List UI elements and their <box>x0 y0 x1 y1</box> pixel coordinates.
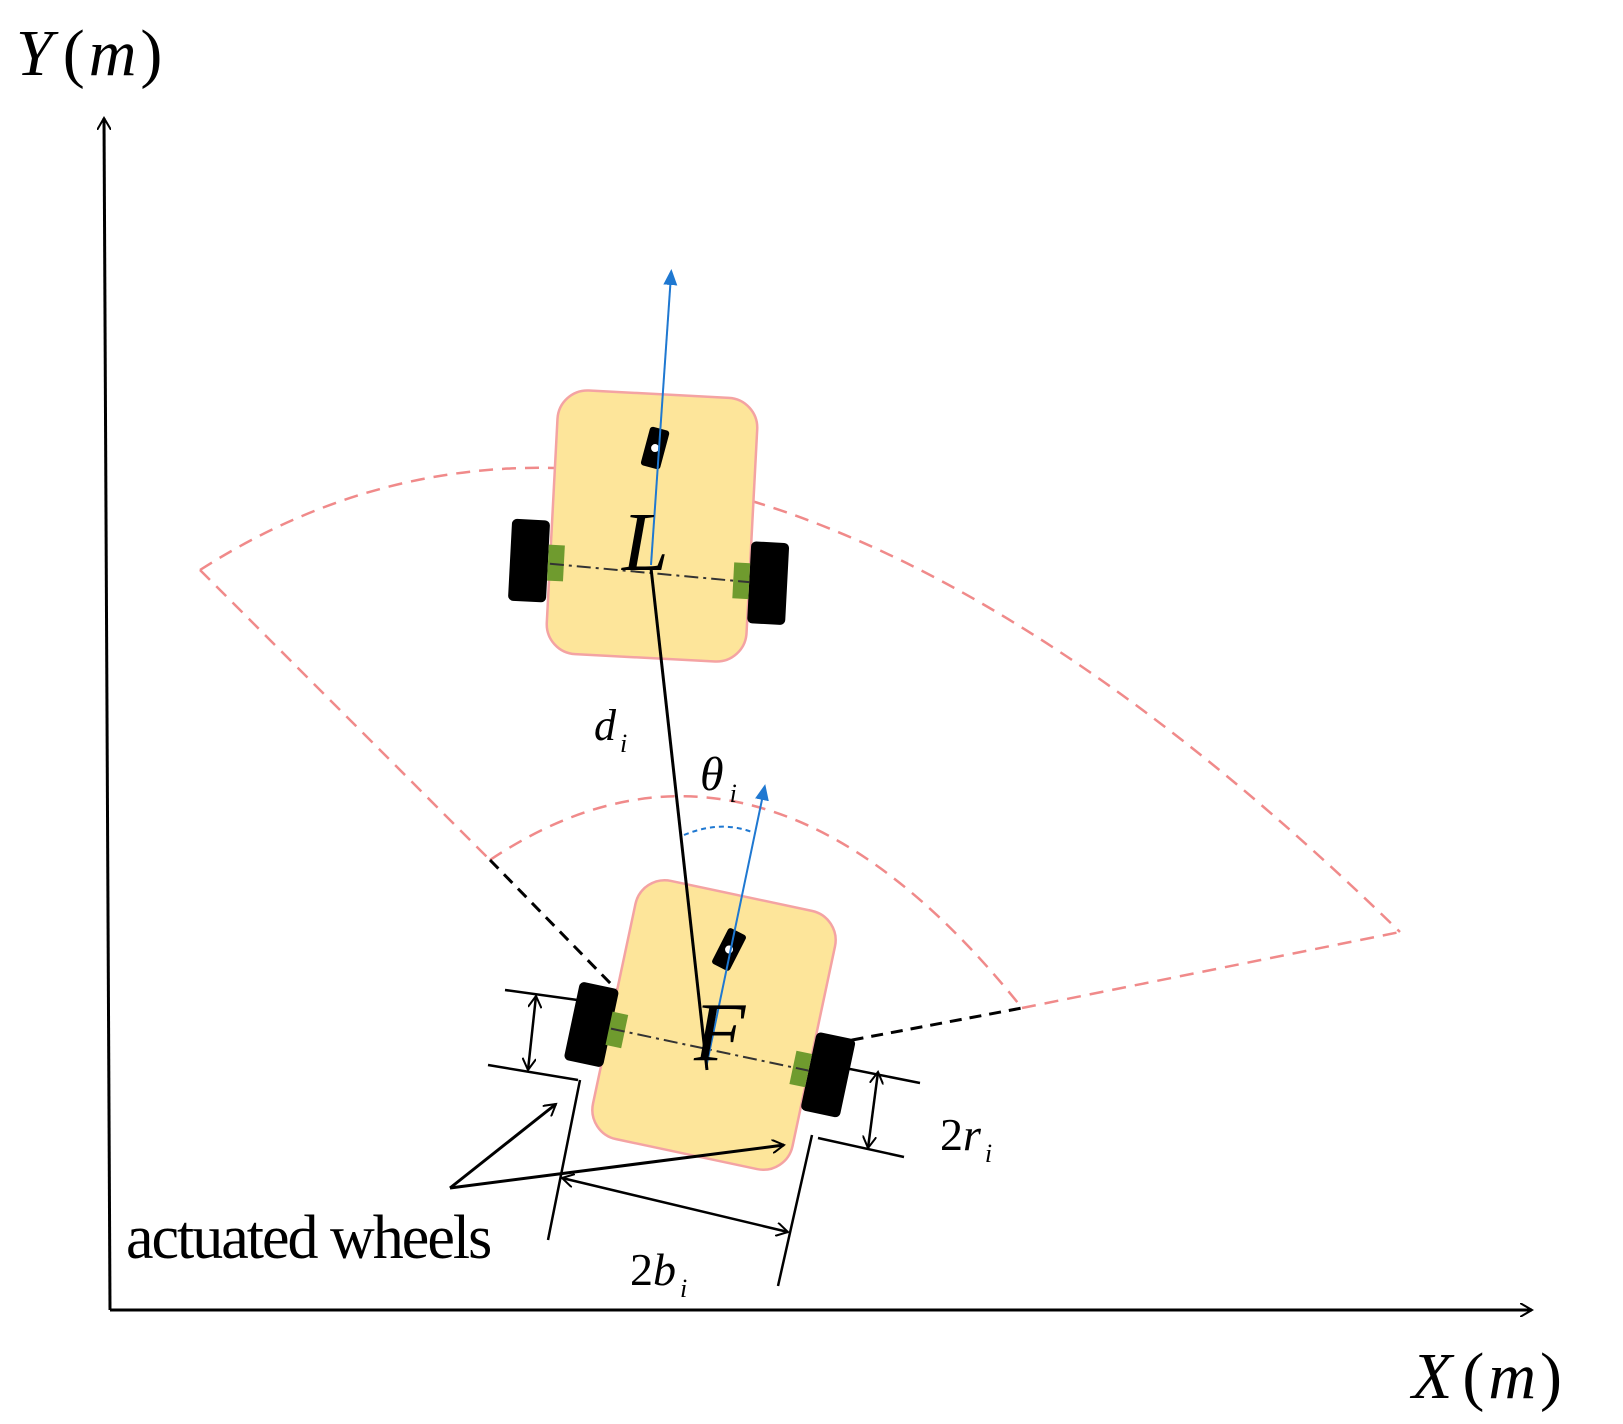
sector-right-edge <box>1021 930 1401 1010</box>
leader-body <box>545 389 759 663</box>
formation-sector <box>199 466 1401 1010</box>
wheel-base-dimension <box>546 1079 814 1287</box>
bearing-angle-arc <box>683 825 753 836</box>
leader-robot <box>508 389 790 663</box>
leader-heading-arrow <box>650 269 678 566</box>
follower-label: F <box>693 986 747 1079</box>
leader-follower-distance-line <box>649 567 709 1071</box>
inner-sector-arc <box>489 795 1023 1009</box>
follower-right-wheel <box>801 1032 856 1118</box>
leader-right-wheel <box>747 541 790 625</box>
actuated-wheels-pointers <box>449 1104 784 1190</box>
right-wheel-dimension <box>817 1064 921 1159</box>
actuated-wheels-label: actuated wheels <box>126 1204 490 1272</box>
sector-left-edge <box>199 569 491 861</box>
follower-heading-arrow <box>705 784 769 1069</box>
follower-left-wheel <box>564 982 619 1067</box>
leader-left-wheel <box>508 518 550 603</box>
axes <box>104 118 1532 1310</box>
leader-left-hub <box>546 544 565 582</box>
leader-axle <box>549 562 750 584</box>
right-ray <box>713 1006 1023 1068</box>
left-wheel-dimension <box>487 988 593 1082</box>
y-axis-label: Y(m) <box>16 17 162 90</box>
leader-caster-pin <box>651 444 660 453</box>
outer-sector-arc <box>199 466 1401 933</box>
x-axis-label: X(m) <box>1409 1340 1562 1413</box>
leader-label: L <box>621 496 669 589</box>
y-axis-line <box>104 118 112 1311</box>
